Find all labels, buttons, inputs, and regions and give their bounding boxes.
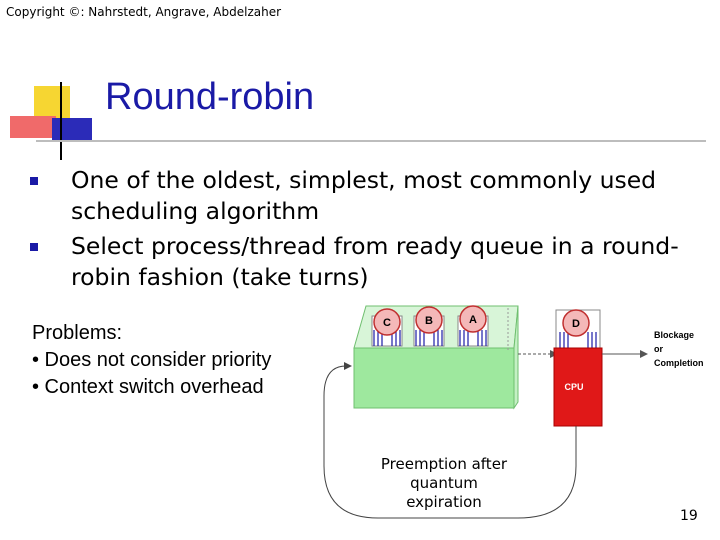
process-label-b: B [425, 315, 433, 327]
problem-item: • Context switch overhead [32, 376, 264, 398]
slide-title: Round-robin [105, 76, 315, 118]
queued-process: A [457, 305, 489, 347]
cpu-label: CPU [564, 382, 583, 392]
process-label-c: C [383, 317, 391, 329]
title-divider [36, 140, 706, 142]
dispatch-arrow [518, 350, 558, 358]
process-label-a: A [469, 314, 477, 326]
bullet-square-icon [30, 243, 38, 251]
preemption-loop-arrow [323, 362, 577, 519]
problems-heading: Problems: [32, 322, 123, 344]
bullet-item: One of the oldest, simplest, most common… [30, 165, 710, 227]
process-label-d: D [572, 318, 580, 330]
bullet-item: Select process/thread from ready queue i… [30, 231, 710, 293]
page-number: 19 [680, 508, 698, 524]
bullet-list: One of the oldest, simplest, most common… [30, 165, 710, 297]
exit-label: Blockage or Completion [654, 330, 704, 368]
problems-block: Problems: • Does not consider priority •… [32, 320, 271, 401]
problem-item: • Does not consider priority [32, 349, 272, 371]
exit-arrow [602, 350, 648, 358]
round-robin-diagram: C B A D CPU [323, 305, 704, 519]
bullet-square-icon [30, 177, 38, 185]
preemption-caption: Preemption after quantum expiration [380, 455, 508, 511]
copyright-notice: Copyright ©: Nahrstedt, Angrave, Abdelza… [6, 5, 282, 19]
cpu-unit: D CPU [553, 309, 603, 427]
queued-process: C [371, 308, 403, 347]
queued-process: B [413, 306, 445, 347]
